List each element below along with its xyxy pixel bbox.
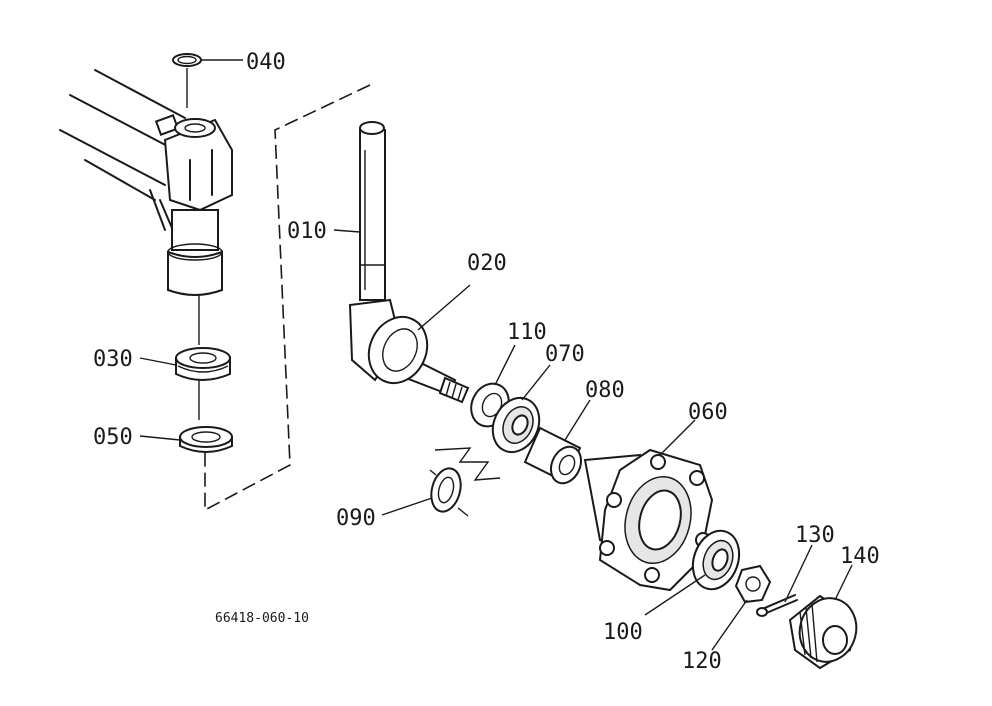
oil-seal-020	[367, 315, 429, 385]
washer-090	[429, 447, 501, 517]
label-090: 090	[336, 506, 376, 531]
hub-cap-140	[788, 594, 858, 670]
wheel-hub-060	[583, 448, 714, 592]
axle-beam	[59, 69, 233, 296]
leader-lines	[139, 59, 853, 651]
label-010: 010	[287, 219, 327, 244]
castle-nut-120	[734, 564, 772, 604]
bearing-070	[491, 396, 541, 454]
snap-ring-040	[172, 53, 202, 108]
label-050: 050	[93, 425, 133, 450]
cotter-pin-130	[756, 594, 798, 617]
spacer-080	[523, 426, 583, 485]
label-070: 070	[545, 342, 585, 367]
label-140: 140	[840, 544, 880, 569]
label-100: 100	[603, 620, 643, 645]
assembly-guide-line	[204, 84, 371, 512]
label-030: 030	[93, 347, 133, 372]
label-020: 020	[467, 251, 507, 276]
washer-050	[179, 426, 233, 453]
label-060: 060	[688, 400, 728, 425]
label-080: 080	[585, 378, 625, 403]
diagram-reference-code: 66418-060-10	[215, 611, 309, 626]
thrust-bearing-030	[175, 347, 231, 381]
label-040: 040	[246, 50, 286, 75]
label-120: 120	[682, 649, 722, 674]
label-130: 130	[795, 523, 835, 548]
label-110: 110	[507, 320, 547, 345]
